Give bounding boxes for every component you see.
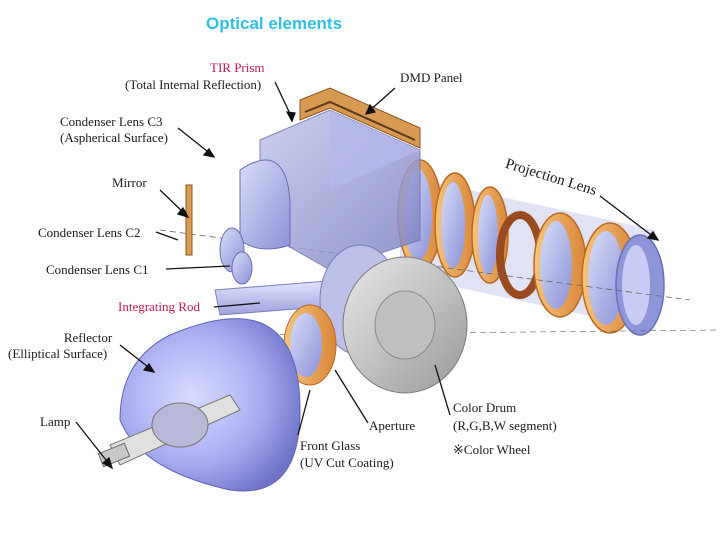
leader-line (213, 302, 261, 308)
arrowhead (646, 230, 660, 241)
condenser-c2-label: Condenser Lens C2 (38, 225, 141, 240)
front-glass-label: Front Glass (300, 438, 361, 453)
arrowhead (142, 362, 156, 373)
front-glass-sublabel: (UV Cut Coating) (300, 455, 394, 470)
arrowhead (285, 111, 296, 123)
condenser-group (185, 159, 291, 285)
optical-axis (159, 229, 691, 301)
condenser-c1-label: Condenser Lens C1 (46, 262, 149, 277)
condenser-c3-sublabel: (Aspherical Surface) (60, 130, 168, 145)
tir-prism-face (330, 110, 420, 190)
leader-line (297, 389, 311, 436)
leader-line (599, 195, 656, 239)
mirror (185, 184, 193, 256)
leader-line (334, 369, 369, 424)
leader-line (165, 265, 231, 270)
front-glass (290, 313, 322, 377)
tir-prism-group (259, 87, 421, 271)
color-drum-sublabel: (R,G,B,W segment) (453, 418, 557, 433)
reflector-sublabel: (Elliptical Surface) (8, 346, 108, 361)
condenser-c3-label: Condenser Lens C3 (60, 114, 163, 129)
projection-lens-element (478, 195, 498, 275)
diagram-title: Optical elements (206, 14, 343, 33)
lamp-bulb (151, 402, 209, 448)
arrowhead (176, 206, 190, 219)
reflector-label: Reflector (63, 330, 113, 345)
leader-line (177, 127, 213, 156)
integrating-rod-label: Integrating Rod (118, 299, 200, 314)
leader-line (434, 364, 451, 416)
projection-lens-element (588, 231, 624, 325)
lamp-group (97, 394, 241, 468)
lamp-label: Lamp (40, 414, 71, 429)
arrowhead (364, 103, 377, 115)
color-drum-hub (374, 290, 436, 360)
projection-lens-front (622, 245, 650, 325)
leader-line (75, 421, 111, 466)
arrowhead (101, 456, 114, 470)
aperture-label: Aperture (369, 418, 416, 433)
tir-prism-label: TIR Prism (210, 60, 265, 75)
tir-prism-sublabel: (Total Internal Reflection) (125, 77, 262, 92)
color-drum-group (319, 244, 468, 394)
color-drum-label: Color Drum (453, 400, 517, 415)
projection-lens-element (441, 182, 465, 268)
dmd-panel-edge (304, 100, 416, 141)
leader-lines (75, 81, 660, 470)
dmd-panel-label: DMD Panel (400, 70, 463, 85)
color-wheel-label: ※Color Wheel (453, 442, 531, 457)
arrowhead (202, 147, 216, 158)
condenser-lens-c1 (231, 251, 253, 285)
condenser-lens-c3 (239, 159, 291, 250)
projection-lens-element (540, 221, 572, 309)
mirror-label: Mirror (112, 175, 147, 190)
leader-line (155, 231, 179, 241)
